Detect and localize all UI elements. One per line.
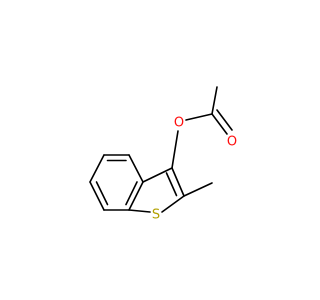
benzene-ring [89,154,144,211]
bond-carbonyl-c-o [211,113,228,135]
bond-carbonyl-c-o-double [216,109,233,131]
bond-carbonyl-c-methyl [211,86,218,115]
bond-c7a-c3a [128,181,144,211]
bond-c3-c2-double [165,172,178,197]
bond-c5-c6 [89,154,105,183]
bond-c3-c2 [171,167,185,197]
bond-c3-o-ester [171,130,179,169]
bond-c3a-c3 [142,167,173,183]
atom-o-ester-label: O [174,116,184,131]
bond-c6-c7 [89,181,105,211]
atom-s-label: S [152,208,160,223]
bond-s-c7a [128,209,151,213]
bond-c7a-c3a-double [125,181,138,206]
bond-c2-s [161,195,185,213]
bond-o-ester-carbonyl-c [185,113,213,121]
acetate-group [171,86,233,169]
molecule-diagram: O O S [89,86,237,223]
thiophene-ring [128,167,185,213]
bond-c2-methyl [183,182,213,197]
atom-o-carbonyl-label: O [227,135,237,150]
bond-c3a-c4 [128,154,144,183]
bond-c6-c7-double [95,181,109,206]
